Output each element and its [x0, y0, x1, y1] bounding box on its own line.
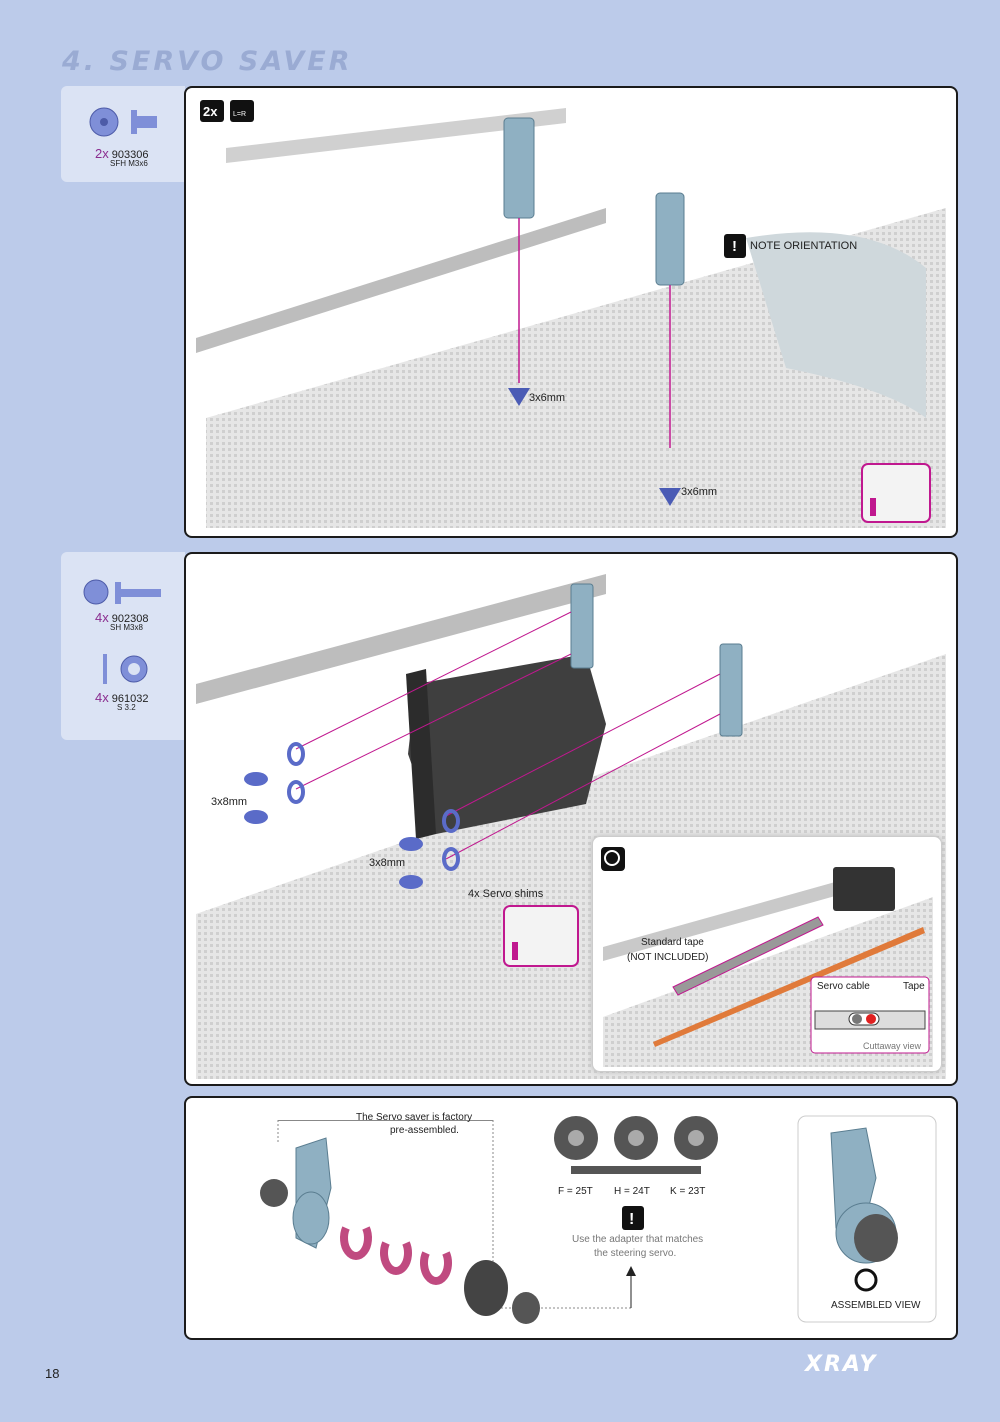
- warning-icon: [724, 234, 746, 258]
- step3-panel: ! The Servo saver is factory pre-assembl…: [184, 1096, 958, 1340]
- parts-tab-step1: 2x 903306 SFH M3x6: [61, 86, 185, 182]
- part-903306: 2x 903306: [95, 146, 149, 161]
- adapter-k: K = 23T: [670, 1186, 706, 1197]
- factory-note-2: pre-assembled.: [390, 1125, 459, 1136]
- lr-badge-text: L=R: [233, 111, 247, 118]
- screw-sh-icon: [83, 579, 161, 684]
- screw-label-b: 3x6mm: [681, 486, 718, 498]
- step2-panel: 3x8mm 3x8mm 4x Servo shims Standard tape…: [184, 552, 958, 1086]
- assembled-view-label: ASSEMBLED VIEW: [831, 1300, 921, 1311]
- inset-cutaway: Cuttaway view: [863, 1041, 922, 1051]
- adapter-advice-1: Use the adapter that matches: [572, 1234, 704, 1245]
- inset-tape-label-1: Standard tape: [641, 937, 704, 948]
- step1-panel: ! 2x L=R NOTE ORIENTATION 3x6mm 3x6mm: [184, 86, 958, 538]
- part-961032: 4x 961032: [95, 690, 149, 705]
- page-title: 4. SERVO SAVER: [62, 46, 353, 77]
- adapter-f: F = 25T: [558, 1186, 593, 1197]
- warning-icon: [622, 1206, 644, 1230]
- page-number: 18: [45, 1366, 60, 1381]
- gear-check-icon: [854, 1268, 878, 1292]
- adapter-h: H = 24T: [614, 1186, 650, 1197]
- screw-label-b: 3x8mm: [369, 857, 406, 869]
- part-961032-desc: S 3.2: [117, 703, 136, 712]
- inset-tape: Tape: [903, 981, 925, 992]
- part-903306-desc: SFH M3x6: [110, 159, 148, 168]
- svg-text:!: !: [732, 238, 737, 255]
- shims-label: 4x Servo shims: [468, 888, 544, 900]
- part-902308: 4x 902308: [95, 610, 149, 625]
- step3-illustration: !: [260, 1115, 937, 1324]
- inset-tape-label-2: (NOT INCLUDED): [627, 952, 709, 963]
- svg-text:!: !: [629, 1211, 634, 1228]
- screw-label-a: 3x6mm: [529, 392, 566, 404]
- shim-edge-icon: [103, 654, 107, 684]
- adapter-advice-2: the steering servo.: [594, 1248, 677, 1259]
- part-902308-desc: SH M3x8: [110, 623, 143, 632]
- note-orientation: NOTE ORIENTATION: [750, 240, 858, 252]
- qty-badge: [200, 100, 224, 122]
- qty-badge-text: 2x: [203, 104, 218, 119]
- inset-illustration: [601, 847, 933, 1067]
- zoom-inset: Standard tape (NOT INCLUDED) Servo cable…: [592, 836, 942, 1072]
- inset-servo-cable: Servo cable: [817, 981, 870, 992]
- factory-note-1: The Servo saver is factory: [356, 1112, 473, 1123]
- step1-illustration: !: [196, 100, 946, 528]
- parts-tab-step2: 4x 902308 SH M3x8 4x 961032 S 3.2: [61, 552, 185, 740]
- brand-logo: XRAY: [805, 1352, 878, 1377]
- screw-sfh-icon: [89, 107, 157, 137]
- lr-badge: [230, 100, 254, 122]
- screw-label-a: 3x8mm: [211, 796, 248, 808]
